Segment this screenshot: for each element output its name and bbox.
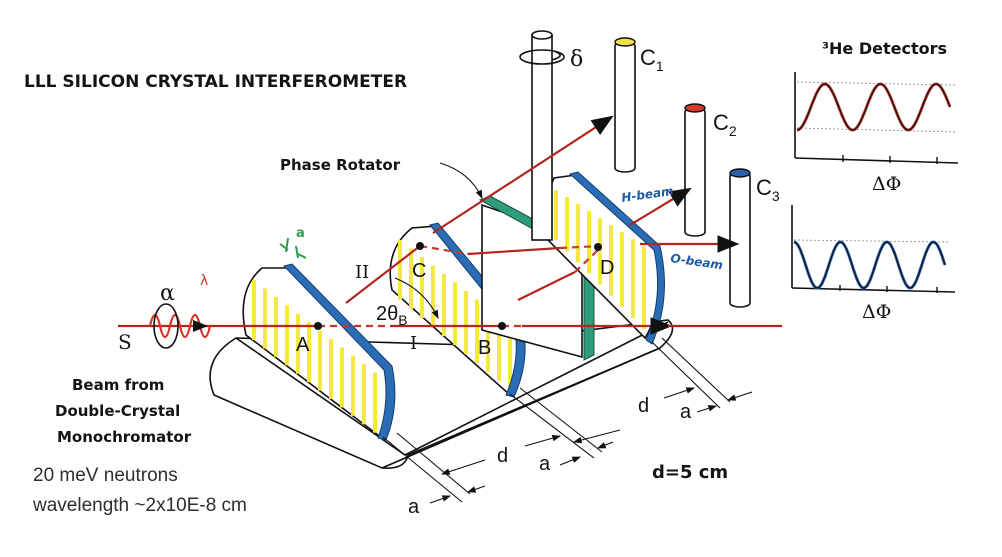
dimension-d-2: d (638, 395, 649, 417)
delta-rotation-arrow-icon (519, 49, 565, 65)
blade-d-stripes (554, 190, 646, 329)
bragg-angle-label: 2θB (376, 303, 408, 328)
blade-bc-stripes (398, 240, 512, 390)
path-two-label: II (355, 262, 369, 283)
beam-path-two (345, 245, 421, 304)
source-note: Beam from Double-Crystal Monochromator (55, 376, 192, 446)
point-c-dot (416, 242, 424, 250)
d-value-label: d=5 cm (652, 462, 728, 483)
point-d-dot (594, 243, 602, 251)
dimension-a-1: a (408, 496, 420, 518)
detectors-heading: ³He Detectors (822, 39, 947, 58)
point-c-label: C (412, 260, 426, 282)
dimension-a-3: a (680, 401, 692, 423)
plot-bottom-x-label: ΔΦ (862, 301, 891, 323)
interference-plot-bottom: ΔΦ (791, 205, 956, 323)
crystal-blade-a (242, 263, 396, 441)
dimension-a-2: a (539, 453, 551, 475)
detector-c1 (614, 37, 636, 173)
delta-label: δ (570, 47, 583, 72)
path-one-label: I (410, 333, 417, 354)
lambda-mark: λ (200, 273, 208, 289)
detector-c2-label: C2 (713, 110, 737, 139)
diagram-title: LLL SILICON CRYSTAL INTERFEROMETER (24, 72, 407, 92)
blade-thickness-mark-icon (279, 237, 307, 259)
detector-c3-label: C3 (756, 175, 780, 204)
neutron-beams (118, 115, 782, 349)
phase-rotator-leader (439, 162, 483, 199)
plot-top-curve-ink (796, 83, 951, 131)
point-b-dot (498, 322, 506, 330)
phase-rotation-shaft (519, 30, 565, 241)
alpha-rotation-arrow-icon (153, 303, 179, 349)
point-a-label: A (296, 334, 310, 356)
bragg-angle-arc (394, 277, 439, 319)
h-beam-label: H-beam (620, 184, 674, 205)
detector-c1-cap (614, 37, 636, 47)
plot-top-x-label: ΔΦ (872, 173, 901, 195)
source-label: S (118, 330, 132, 354)
point-d-label: D (600, 257, 614, 279)
green-a-mark: a (296, 226, 305, 241)
point-b-label: B (478, 337, 491, 359)
interference-plot-top: ΔΦ (794, 72, 959, 195)
phase-rotator-label: Phase Rotator (280, 156, 401, 174)
detector-c1-label: C1 (640, 45, 664, 74)
detector-c3 (729, 168, 751, 308)
detector-c3-cap (729, 168, 751, 178)
detector-c2 (684, 103, 706, 237)
dimension-markers (382, 337, 753, 504)
alpha-label: α (160, 281, 175, 306)
h-beam-line (629, 187, 692, 226)
point-a-dot (314, 322, 322, 330)
detector-c2-cap (684, 103, 706, 113)
plot-top-x-axis (794, 157, 959, 164)
blade-a-stripes (252, 280, 377, 433)
plot-bottom-curve-ink (793, 241, 946, 289)
neutron-note: 20 meV neutrons wavelength ~2x10E-8 cm (32, 465, 247, 516)
o-beam-label: O-beam (670, 251, 724, 272)
dimension-d-1: d (497, 445, 508, 467)
